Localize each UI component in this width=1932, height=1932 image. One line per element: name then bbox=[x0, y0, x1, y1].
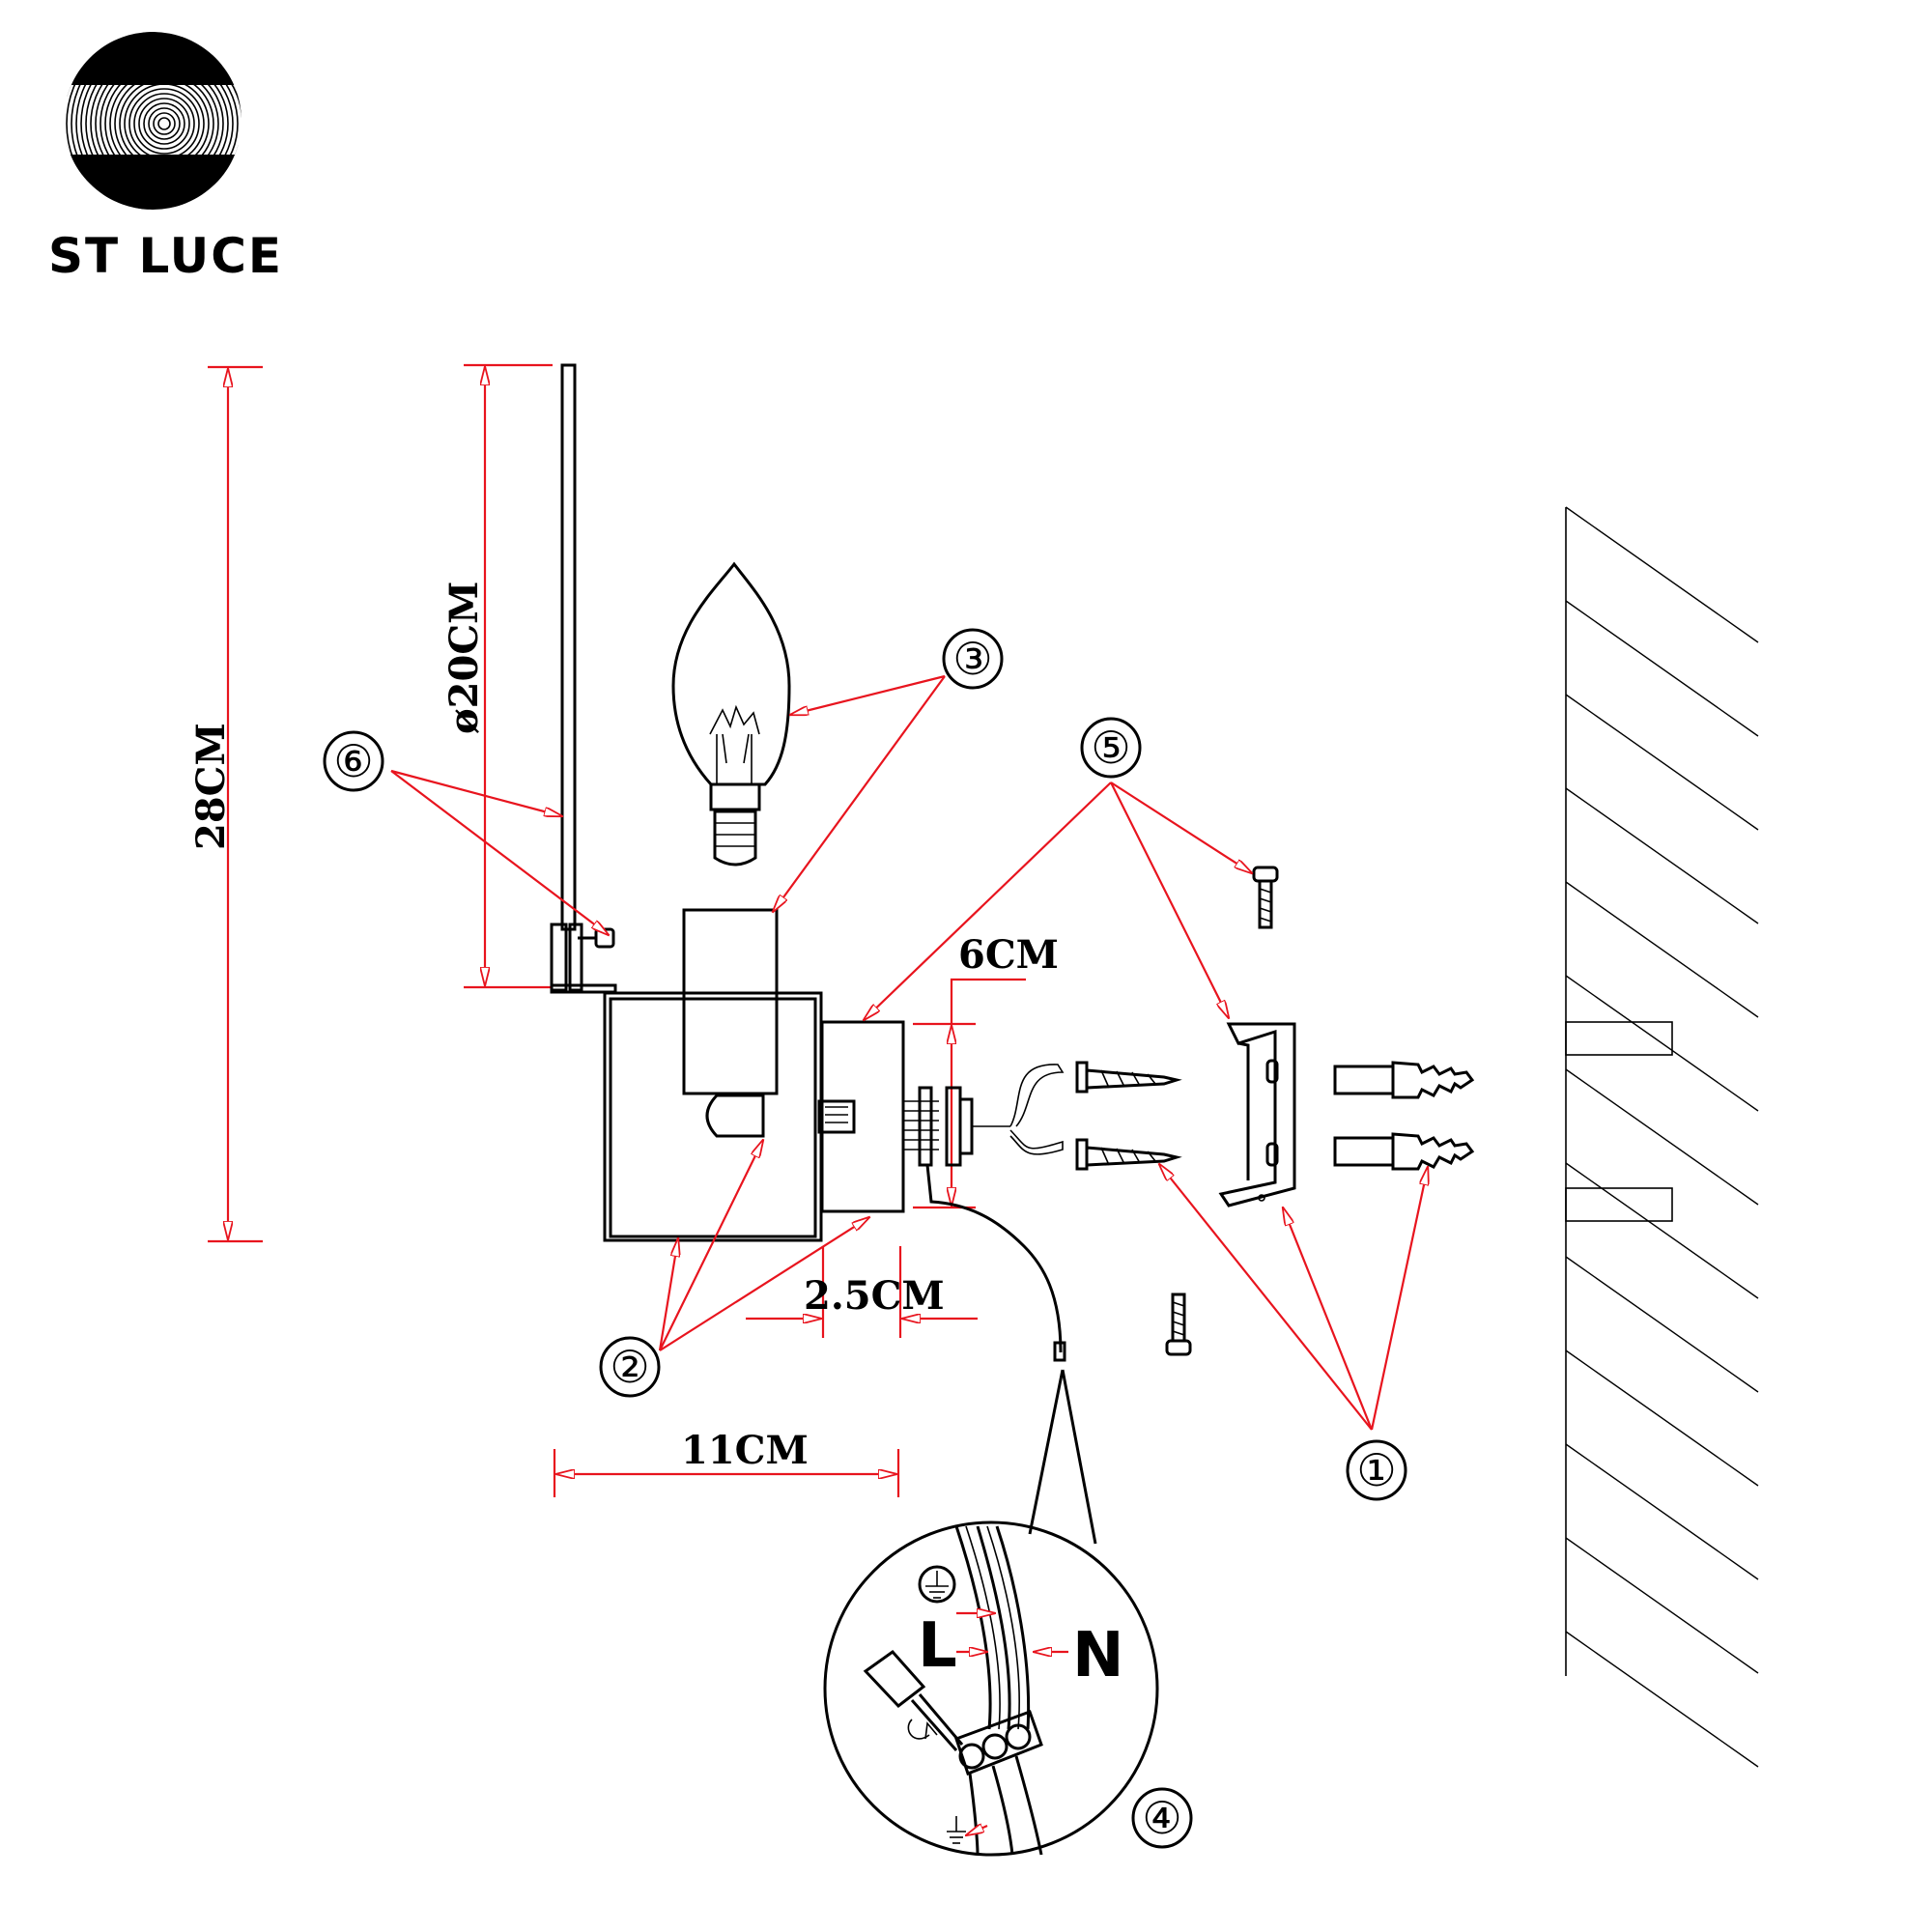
dimension-height: 28CM bbox=[188, 365, 263, 1243]
mounting-bracket bbox=[1218, 1022, 1296, 1208]
brand-name: ST LUCE bbox=[48, 228, 283, 284]
callout-5: ⑤ bbox=[1080, 717, 1142, 779]
svg-text:③: ③ bbox=[952, 633, 992, 685]
wall-anchors bbox=[1333, 1061, 1475, 1171]
top-machine-screw bbox=[1252, 866, 1279, 929]
earth-symbol-icon bbox=[918, 1565, 956, 1604]
screws bbox=[1075, 866, 1279, 1356]
wood-screw-top bbox=[1075, 1061, 1182, 1094]
rod-screw bbox=[578, 927, 615, 949]
screwdriver-icon bbox=[863, 1649, 964, 1751]
candle-bulb bbox=[671, 561, 791, 867]
svg-text:⑤: ⑤ bbox=[1091, 722, 1130, 774]
dim-width-label: 11CM bbox=[681, 1428, 809, 1473]
earth-symbol-small-icon bbox=[947, 1816, 966, 1844]
terminal-block bbox=[954, 1710, 1043, 1776]
dimension-gap: 2.5CM bbox=[746, 1246, 978, 1338]
neutral-label: N bbox=[1072, 1620, 1124, 1691]
callout-3: ③ bbox=[942, 628, 1004, 690]
brand-logo: ST LUCE bbox=[48, 32, 283, 284]
dimension-plate: 6CM bbox=[913, 932, 1059, 1209]
callout-2: ② bbox=[599, 1336, 661, 1398]
wall bbox=[1565, 506, 1759, 1768]
callout-4: ④ bbox=[1131, 1787, 1193, 1849]
dim-diameter-label: ø20CM bbox=[441, 582, 487, 734]
callout-6: ⑥ bbox=[323, 730, 384, 792]
dim-plate-label: 6CM bbox=[958, 932, 1059, 978]
svg-text:⑥: ⑥ bbox=[333, 735, 373, 787]
anchor-bottom bbox=[1333, 1132, 1475, 1171]
bottom-machine-screw bbox=[1165, 1293, 1192, 1356]
live-label: L bbox=[918, 1610, 957, 1682]
lamp-assembly bbox=[550, 363, 905, 1242]
dimension-width: 11CM bbox=[553, 1428, 900, 1497]
wood-screw-bottom bbox=[1075, 1138, 1182, 1171]
leader-lines bbox=[390, 674, 1428, 1431]
svg-text:②: ② bbox=[610, 1341, 649, 1393]
dim-height-label: 28CM bbox=[188, 723, 234, 850]
svg-text:④: ④ bbox=[1142, 1792, 1181, 1844]
callouts: ① ② ③ ④ ⑤ ⑥ bbox=[323, 628, 1407, 1849]
mounting-hardware bbox=[903, 1064, 1066, 1362]
wiring-detail: L N bbox=[823, 1369, 1159, 1857]
anchor-top bbox=[1333, 1061, 1475, 1099]
callout-1: ① bbox=[1346, 1439, 1407, 1501]
dimension-diameter: ø20CM bbox=[441, 363, 553, 989]
svg-text:①: ① bbox=[1356, 1444, 1396, 1496]
dim-gap-label: 2.5CM bbox=[804, 1273, 945, 1319]
